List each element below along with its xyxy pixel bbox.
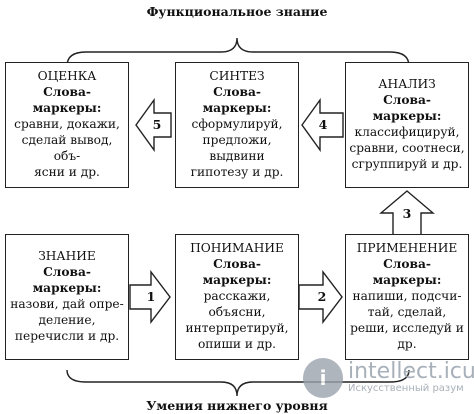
arrow-2-label: 2 bbox=[317, 289, 327, 304]
watermark-text: intellect.icu bbox=[348, 359, 474, 384]
box-words: сформулируй, предложи, выдвини гипотезу … bbox=[190, 117, 284, 179]
arrow-3-label: 3 bbox=[402, 206, 412, 221]
box-synthesis: СИНТЕЗ Слова-маркеры: сформулируй, предл… bbox=[175, 62, 299, 188]
arrow-3 bbox=[379, 190, 435, 236]
bottom-title: Умения нижнего уровня bbox=[146, 398, 328, 413]
box-words: напиши, подсчи- тай, сделай, реши, иссле… bbox=[350, 289, 464, 351]
box-analysis: АНАЛИЗ Слова-маркеры: классифицируй, сра… bbox=[345, 62, 469, 188]
box-words: назови, дай опре- деление, перечисли и д… bbox=[10, 297, 124, 343]
top-title: Функциональное знание bbox=[146, 4, 328, 19]
box-markers: Слова-маркеры: bbox=[202, 257, 272, 288]
box-name: АНАЛИЗ bbox=[378, 77, 436, 92]
arrow-2 bbox=[298, 269, 343, 325]
box-words: классифицируй, сравни, соотнеси, сгруппи… bbox=[349, 125, 465, 171]
box-markers: Слова-маркеры: bbox=[372, 257, 442, 288]
arrow-1-label: 1 bbox=[146, 289, 156, 304]
box-name: ПОНИМАНИЕ bbox=[190, 241, 284, 256]
watermark-logo-icon: i bbox=[303, 358, 343, 398]
arrow-4 bbox=[301, 97, 344, 153]
box-knowledge: ЗНАНИЕ Слова-маркеры: назови, дай опре- … bbox=[5, 234, 129, 360]
box-name: ОЦЕНКА bbox=[37, 69, 97, 84]
box-name: СИНТЕЗ bbox=[209, 69, 265, 84]
box-markers: Слова-маркеры: bbox=[32, 85, 102, 116]
box-markers: Слова-маркеры: bbox=[202, 85, 272, 116]
box-understanding: ПОНИМАНИЕ Слова-маркеры: расскажи, объяс… bbox=[175, 234, 299, 360]
top-brace bbox=[66, 37, 410, 67]
arrow-4-label: 4 bbox=[318, 117, 328, 132]
bottom-brace bbox=[66, 369, 410, 397]
box-evaluation: ОЦЕНКА Слова-маркеры: сравни, докажи, сд… bbox=[5, 62, 129, 188]
arrow-5 bbox=[135, 97, 172, 153]
box-markers: Слова-маркеры: bbox=[32, 265, 102, 296]
watermark-subtext: Искусственный разум bbox=[348, 383, 464, 394]
box-words: расскажи, объясни, интерпретируй, опиши … bbox=[185, 289, 289, 351]
box-name: ЗНАНИЕ bbox=[38, 249, 96, 264]
box-markers: Слова-маркеры: bbox=[372, 93, 442, 124]
watermark: i intellect.icu Искусственный разум bbox=[303, 358, 474, 398]
box-words: сравни, докажи, сделай вывод, объ- ясни … bbox=[14, 117, 120, 179]
box-application: ПРИМЕНЕНИЕ Слова-маркеры: напиши, подсчи… bbox=[345, 234, 469, 360]
box-name: ПРИМЕНЕНИЕ bbox=[356, 241, 458, 256]
arrow-1 bbox=[129, 269, 171, 325]
arrow-5-label: 5 bbox=[152, 117, 162, 132]
